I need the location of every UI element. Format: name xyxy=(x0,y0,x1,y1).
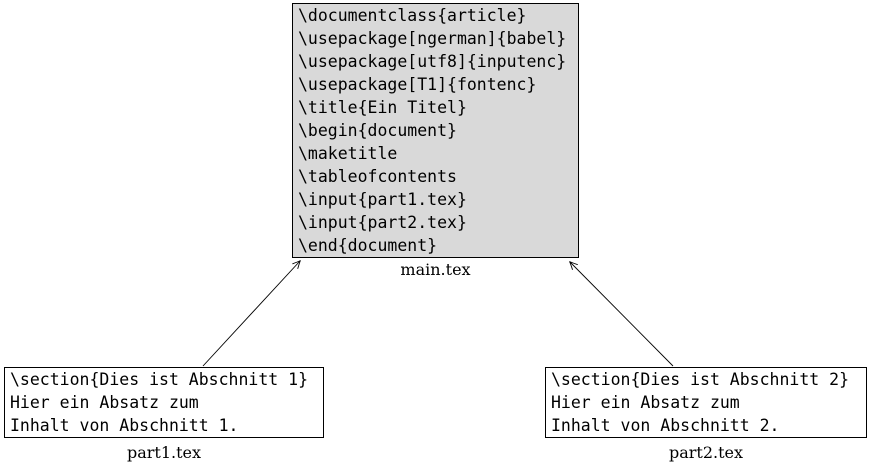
code-line: \usepackage[T1]{fontenc} xyxy=(298,75,537,94)
code-line: \tableofcontents xyxy=(298,167,457,186)
arrow-part1-to-main xyxy=(202,260,301,367)
code-line: \usepackage[utf8]{inputenc} xyxy=(298,52,567,71)
code-line: \begin{document} xyxy=(298,121,457,140)
part2-tex-label: part2.tex xyxy=(668,443,744,462)
main-tex-label: main.tex xyxy=(400,260,471,279)
code-line: \usepackage[ngerman]{babel} xyxy=(298,29,567,48)
code-line: \maketitle xyxy=(298,144,398,163)
part1-tex-label: part1.tex xyxy=(126,443,202,462)
code-line: \documentclass{article} xyxy=(298,6,527,25)
code-line: Inhalt von Abschnitt 2. xyxy=(551,416,780,435)
main-tex-code-box: \documentclass{article} \usepackage[ngerm… xyxy=(292,3,579,258)
code-line: Hier ein Absatz zum xyxy=(10,393,199,412)
code-line: \section{Dies ist Abschnitt 1} xyxy=(10,370,309,389)
code-line: \input{part2.tex} xyxy=(298,213,467,232)
part2-tex-code-box: \section{Dies ist Abschnitt 2} Hier ein A… xyxy=(545,367,867,438)
part1-tex-code-box: \section{Dies ist Abschnitt 1} Hier ein A… xyxy=(4,367,324,438)
code-line: \input{part1.tex} xyxy=(298,190,467,209)
code-line: \end{document} xyxy=(298,236,438,255)
code-line: Hier ein Absatz zum xyxy=(551,393,740,412)
arrow-part2-to-main xyxy=(569,261,674,367)
code-line: \section{Dies ist Abschnitt 2} xyxy=(551,370,850,389)
code-line: Inhalt von Abschnitt 1. xyxy=(10,416,239,435)
code-line: \title{Ein Titel} xyxy=(298,98,467,117)
